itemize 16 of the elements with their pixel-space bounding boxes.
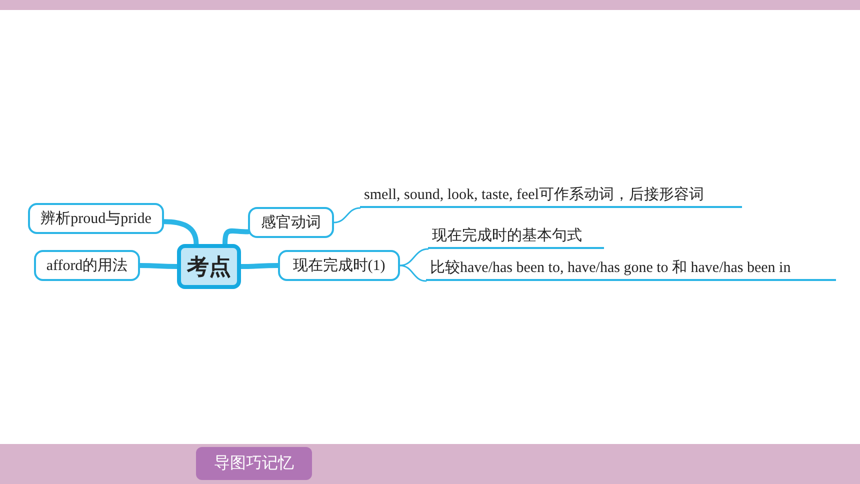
connector-line [399,264,427,282]
section-tag: 导图巧记忆 [196,447,312,480]
note-text: 现在完成时的基本句式 [428,224,604,249]
connector-line [238,263,280,269]
connector-line [222,228,250,246]
topic-box: 感官动词 [248,207,334,238]
connector-line [162,219,199,246]
topic-box: 现在完成时(1) [278,250,400,281]
central-topic-box: 考点 [177,244,241,289]
topic-box: 辨析proud与pride [28,203,164,234]
connector-line [399,248,429,266]
topic-box: afford的用法 [34,250,140,281]
connector-line [138,263,180,269]
note-text: 比较have/has been to, have/has gone to 和 have/has been in [426,255,836,281]
note-text: smell, sound, look, taste, feel可作系动词，后接形容词 [360,182,742,208]
connector-line [333,207,361,224]
